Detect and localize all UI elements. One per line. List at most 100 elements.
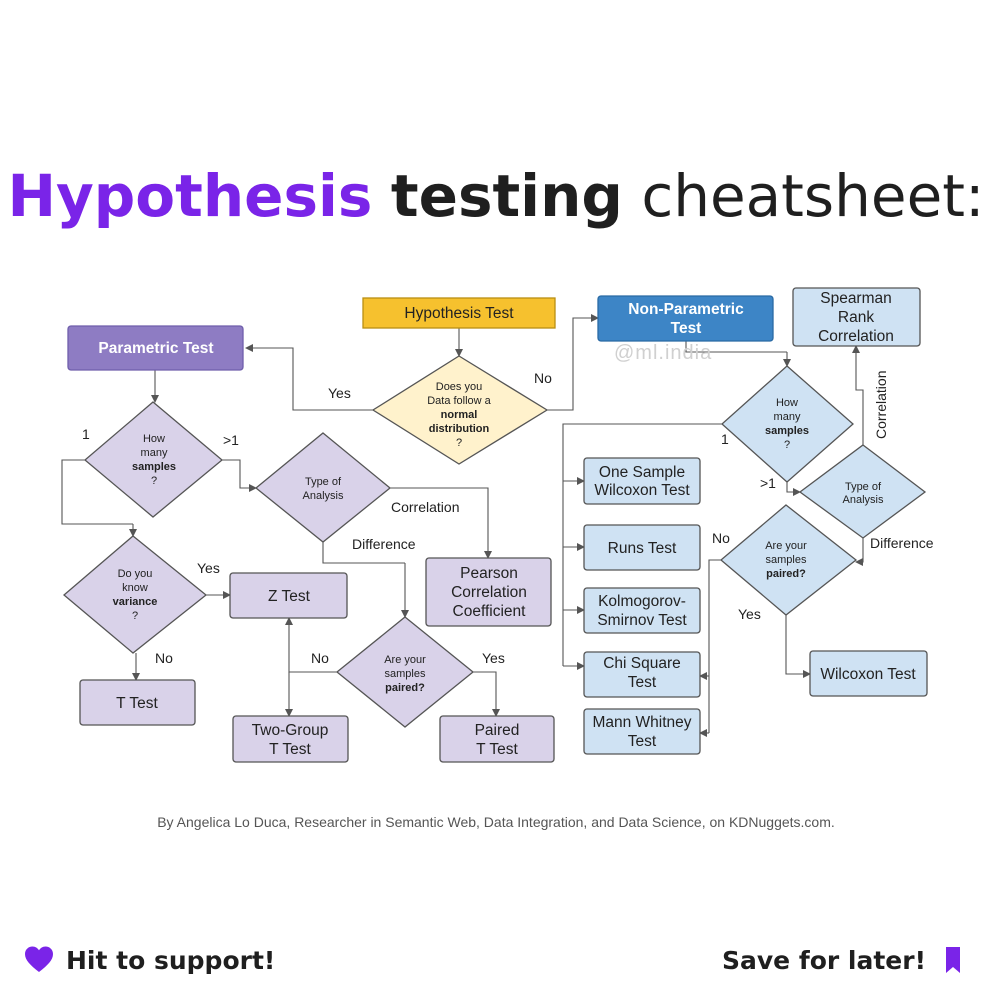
np-paired-diamond: Are your samples paired?: [719, 504, 858, 616]
svg-text:Data follow a: Data follow a: [427, 395, 491, 407]
label-gt1-np: >1: [760, 475, 776, 491]
variance-diamond: Do you know variance ?: [62, 535, 208, 654]
svg-text:Test: Test: [628, 733, 657, 750]
svg-text:T Test: T Test: [476, 741, 518, 758]
parametric-test-box: Parametric Test: [67, 325, 244, 371]
svg-text:Analysis: Analysis: [303, 490, 344, 502]
svg-text:T Test: T Test: [116, 695, 158, 712]
svg-text:paired?: paired?: [385, 682, 425, 694]
label-yes-np-paired: Yes: [738, 606, 761, 622]
watermark: @ml.india: [614, 342, 712, 365]
svg-text:Type of: Type of: [305, 476, 342, 488]
normal-distribution-diamond: Does you Data follow a normal distributi…: [371, 355, 549, 465]
svg-text:Wilcoxon Test: Wilcoxon Test: [820, 666, 916, 683]
svg-text:Non-Parametric: Non-Parametric: [628, 301, 744, 318]
svg-text:Z Test: Z Test: [268, 588, 311, 605]
save-action[interactable]: Save for later!: [722, 940, 968, 980]
credit-text: By Angelica Lo Duca, Researcher in Seman…: [157, 814, 835, 830]
svg-text:samples: samples: [385, 668, 426, 680]
label-no-np-paired: No: [712, 530, 730, 546]
wilcoxon-test-box: Wilcoxon Test: [809, 650, 928, 697]
param-type-analysis-diamond: Type of Analysis: [254, 432, 392, 543]
label-difference-np: Difference: [870, 535, 934, 551]
paired-t-test-box: Paired T Test: [439, 715, 555, 763]
edge-labels: Yes No 1 >1 Correlation Difference Yes N…: [82, 370, 934, 666]
svg-text:paired?: paired?: [766, 568, 806, 580]
label-one-np: 1: [721, 431, 729, 447]
svg-text:How: How: [143, 433, 165, 445]
svg-text:Are your: Are your: [765, 540, 807, 552]
pearson-box: Pearson Correlation Coefficient: [425, 557, 552, 627]
label-one-param: 1: [82, 426, 90, 442]
edges: [61, 314, 864, 737]
svg-text:Analysis: Analysis: [843, 494, 884, 506]
svg-text:?: ?: [784, 439, 790, 451]
svg-text:Pearson: Pearson: [460, 565, 518, 582]
svg-text:variance: variance: [113, 596, 158, 608]
kolmogorov-smirnov-box: Kolmogorov- Smirnov Test: [583, 587, 701, 634]
support-action[interactable]: Hit to support!: [24, 940, 275, 980]
one-sample-wilcoxon-box: One Sample Wilcoxon Test: [583, 457, 701, 505]
non-parametric-test-box: Non-Parametric Test: [597, 295, 774, 342]
svg-text:T Test: T Test: [269, 741, 311, 758]
hypothesis-test-box: Hypothesis Test: [362, 297, 556, 329]
svg-text:Runs Test: Runs Test: [608, 540, 677, 557]
svg-text:many: many: [774, 411, 801, 423]
svg-text:Test: Test: [671, 320, 702, 337]
runs-test-box: Runs Test: [583, 524, 701, 571]
svg-text:samples: samples: [765, 425, 809, 437]
svg-text:Test: Test: [628, 674, 657, 691]
svg-text:Wilcoxon Test: Wilcoxon Test: [594, 482, 690, 499]
label-difference-param: Difference: [352, 536, 416, 552]
title-part-testing: testing: [390, 162, 623, 230]
svg-text:Parametric Test: Parametric Test: [98, 340, 213, 357]
svg-text:Correlation: Correlation: [451, 584, 527, 601]
svg-text:Does you: Does you: [436, 381, 482, 393]
svg-text:samples: samples: [132, 461, 176, 473]
label-yes-parametric: Yes: [328, 385, 351, 401]
param-samples-diamond: How many samples ?: [83, 401, 224, 518]
svg-text:One Sample: One Sample: [599, 464, 685, 481]
svg-text:Rank: Rank: [838, 309, 874, 326]
svg-text:Mann Whitney: Mann Whitney: [592, 714, 691, 731]
svg-text:know: know: [122, 582, 148, 594]
svg-text:distribution: distribution: [429, 423, 490, 435]
svg-text:Paired: Paired: [475, 722, 520, 739]
svg-text:Correlation: Correlation: [818, 328, 894, 345]
np-type-analysis-diamond: Type of Analysis: [798, 444, 927, 539]
label-no-paired: No: [311, 650, 329, 666]
save-label: Save for later!: [722, 945, 926, 975]
z-test-box: Z Test: [229, 572, 348, 619]
title-part-hypothesis: Hypothesis: [7, 162, 373, 230]
svg-text:Do you: Do you: [118, 568, 153, 580]
label-no-nonparametric: No: [534, 370, 552, 386]
svg-text:?: ?: [151, 475, 157, 487]
svg-text:Two-Group: Two-Group: [252, 722, 329, 739]
svg-text:?: ?: [456, 437, 462, 449]
bookmark-icon: [946, 947, 960, 973]
np-samples-diamond: How many samples ?: [721, 365, 854, 483]
svg-text:How: How: [776, 397, 798, 409]
svg-text:Spearman: Spearman: [820, 290, 892, 307]
label-correlation-np: Correlation: [873, 371, 889, 439]
svg-text:Hypothesis Test: Hypothesis Test: [404, 305, 514, 322]
svg-text:many: many: [141, 447, 168, 459]
page-title: Hypothesis testing cheatsheet:: [0, 160, 992, 232]
svg-text:Type of: Type of: [845, 481, 882, 493]
spearman-box: Spearman Rank Correlation: [792, 287, 921, 347]
svg-text:Chi Square: Chi Square: [603, 655, 681, 672]
svg-text:Coefficient: Coefficient: [453, 603, 527, 620]
svg-text:?: ?: [132, 610, 138, 622]
svg-text:samples: samples: [766, 554, 807, 566]
two-group-t-test-box: Two-Group T Test: [232, 715, 349, 763]
watermark-text: @ml.india: [614, 342, 713, 364]
label-yes-variance: Yes: [197, 560, 220, 576]
t-test-box: T Test: [79, 679, 196, 726]
label-yes-paired: Yes: [482, 650, 505, 666]
label-correlation-param: Correlation: [391, 499, 459, 515]
title-part-cheatsheet: cheatsheet:: [641, 162, 985, 230]
label-gt1-param: >1: [223, 432, 239, 448]
support-label: Hit to support!: [66, 945, 276, 975]
label-no-variance: No: [155, 650, 173, 666]
